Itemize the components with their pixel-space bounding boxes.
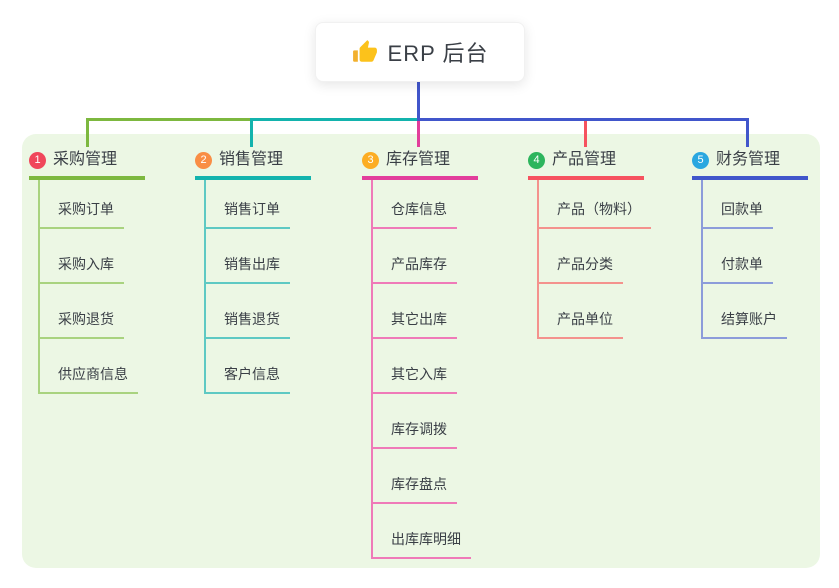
branch-col-inventory: 3 库存管理 仓库信息 产品库存 其它出库 其它入库 库存调拨 库存盘点 出库库… — [362, 149, 478, 559]
leaf-node[interactable]: 客户信息 — [206, 339, 311, 394]
branch-title: 库存管理 — [386, 151, 451, 168]
leaf-node[interactable]: 产品分类 — [539, 229, 651, 284]
leaf-label: 仓库信息 — [373, 199, 457, 229]
branch-drop-product — [584, 120, 587, 147]
branch-header-inventory[interactable]: 3 库存管理 — [362, 149, 478, 180]
branch-col-purchase: 1 采购管理 采购订单 采购入库 采购退货 供应商信息 — [29, 149, 145, 394]
leaf-list-finance: 回款单 付款单 结算账户 — [701, 180, 808, 339]
branch-col-sales: 2 销售管理 销售订单 销售出库 销售退货 客户信息 — [195, 149, 311, 394]
branch-title: 财务管理 — [716, 151, 781, 168]
leaf-label: 供应商信息 — [40, 364, 138, 394]
number-badge: 5 — [692, 151, 709, 169]
leaf-label: 库存调拨 — [373, 419, 457, 449]
branch-drop-inventory — [417, 120, 420, 147]
leaf-label: 付款单 — [703, 254, 773, 284]
leaf-node[interactable]: 销售订单 — [206, 180, 311, 229]
leaf-label: 采购退货 — [40, 309, 124, 339]
leaf-label: 销售出库 — [206, 254, 290, 284]
leaf-node[interactable]: 其它入库 — [373, 339, 478, 394]
leaf-label: 采购订单 — [40, 199, 124, 229]
leaf-node[interactable]: 采购退货 — [40, 284, 145, 339]
leaf-node[interactable]: 采购订单 — [40, 180, 145, 229]
number-badge: 4 — [528, 151, 545, 169]
leaf-label: 产品库存 — [373, 254, 457, 284]
branch-title: 销售管理 — [219, 151, 284, 168]
leaf-label: 结算账户 — [703, 309, 787, 339]
leaf-label: 其它入库 — [373, 364, 457, 394]
branch-line-sales — [250, 118, 420, 121]
leaf-node[interactable]: 库存调拨 — [373, 394, 478, 449]
leaf-node[interactable]: 销售出库 — [206, 229, 311, 284]
leaf-list-purchase: 采购订单 采购入库 采购退货 供应商信息 — [38, 180, 145, 394]
leaf-node[interactable]: 回款单 — [703, 180, 808, 229]
number-badge: 2 — [195, 151, 212, 169]
root-title: ERP 后台 — [387, 41, 489, 66]
branch-header-product[interactable]: 4 产品管理 — [528, 149, 644, 180]
leaf-node[interactable]: 出库库明细 — [373, 504, 478, 559]
branch-drop-finance — [746, 118, 749, 147]
root-drop-line — [417, 82, 420, 121]
leaf-node[interactable]: 产品库存 — [373, 229, 478, 284]
branch-line-finance — [417, 118, 749, 121]
thumbs-up-icon — [352, 40, 377, 62]
branch-title: 采购管理 — [53, 151, 118, 168]
leaf-node[interactable]: 采购入库 — [40, 229, 145, 284]
leaf-label: 产品分类 — [539, 254, 623, 284]
leaf-node[interactable]: 产品单位 — [539, 284, 651, 339]
branch-col-finance: 5 财务管理 回款单 付款单 结算账户 — [692, 149, 808, 339]
branch-header-purchase[interactable]: 1 采购管理 — [29, 149, 145, 180]
leaf-label: 产品（物料） — [539, 199, 651, 229]
leaf-node[interactable]: 库存盘点 — [373, 449, 478, 504]
root-node-erp[interactable]: ERP 后台 — [315, 22, 525, 82]
leaf-label: 客户信息 — [206, 364, 290, 394]
branch-col-product: 4 产品管理 产品（物料） 产品分类 产品单位 — [528, 149, 651, 339]
leaf-label: 销售退货 — [206, 309, 290, 339]
leaf-node[interactable]: 销售退货 — [206, 284, 311, 339]
leaf-node[interactable]: 产品（物料） — [539, 180, 651, 229]
branch-drop-sales — [250, 118, 253, 147]
leaf-label: 销售订单 — [206, 199, 290, 229]
leaf-list-sales: 销售订单 销售出库 销售退货 客户信息 — [204, 180, 311, 394]
leaf-node[interactable]: 仓库信息 — [373, 180, 478, 229]
number-badge: 3 — [362, 151, 379, 169]
branch-header-sales[interactable]: 2 销售管理 — [195, 149, 311, 180]
leaf-node[interactable]: 结算账户 — [703, 284, 808, 339]
leaf-node[interactable]: 供应商信息 — [40, 339, 145, 394]
leaf-label: 产品单位 — [539, 309, 623, 339]
leaf-label: 回款单 — [703, 199, 773, 229]
leaf-list-inventory: 仓库信息 产品库存 其它出库 其它入库 库存调拨 库存盘点 出库库明细 — [371, 180, 478, 559]
leaf-node[interactable]: 其它出库 — [373, 284, 478, 339]
leaf-label: 采购入库 — [40, 254, 124, 284]
number-badge: 1 — [29, 151, 46, 169]
branch-drop-purchase — [86, 118, 89, 147]
modules-panel — [22, 134, 820, 568]
branch-title: 产品管理 — [552, 151, 617, 168]
leaf-label: 出库库明细 — [373, 529, 471, 559]
leaf-node[interactable]: 付款单 — [703, 229, 808, 284]
leaf-label: 库存盘点 — [373, 474, 457, 504]
branch-header-finance[interactable]: 5 财务管理 — [692, 149, 808, 180]
leaf-label: 其它出库 — [373, 309, 457, 339]
leaf-list-product: 产品（物料） 产品分类 产品单位 — [537, 180, 651, 339]
